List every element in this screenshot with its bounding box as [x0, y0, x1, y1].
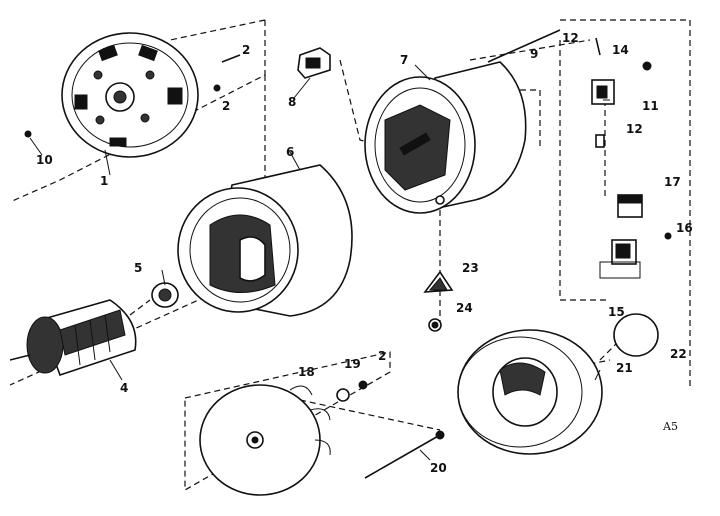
callout-17: 17	[664, 175, 681, 189]
callout-15: 15	[608, 305, 625, 319]
fan-plate-parts	[199, 380, 368, 496]
callout-4: 4	[120, 381, 128, 395]
end-bell-part	[61, 32, 199, 158]
screw-parts	[24, 54, 241, 138]
bracket-part	[297, 47, 331, 79]
callout-2a: 2	[242, 43, 250, 57]
callout-8: 8	[288, 95, 296, 109]
armature-part	[9, 299, 137, 377]
callout-7: 7	[400, 53, 408, 67]
callout-6: 6	[286, 145, 294, 159]
callout-10: 10	[36, 153, 53, 167]
field-housing-part	[177, 164, 353, 317]
callout-14: 14	[612, 43, 629, 57]
callout-21: 21	[616, 361, 633, 375]
callout-23: 23	[462, 261, 479, 275]
callout-1: 1	[100, 174, 108, 188]
callout-2c: 2	[378, 349, 386, 363]
callout-16: 16	[676, 221, 693, 235]
callout-22: 22	[670, 347, 687, 361]
callout-11: 11	[642, 99, 659, 113]
fan-nut-parts	[423, 270, 454, 332]
rod-part	[487, 29, 561, 63]
callout-leaders	[29, 64, 610, 461]
callout-9: 9	[530, 47, 538, 61]
bearing-part	[151, 282, 179, 308]
sheet-code: A5	[662, 420, 678, 433]
switch-parts	[591, 37, 652, 148]
callout-24: 24	[456, 301, 473, 315]
motor-housing-part	[364, 61, 527, 214]
terminal-block-parts	[599, 194, 672, 279]
callout-2b: 2	[222, 99, 230, 113]
callout-5: 5	[134, 261, 142, 275]
disc-part	[613, 313, 659, 357]
callout-20: 20	[430, 461, 447, 475]
assembly-guide-lines	[9, 19, 691, 492]
fan-housing-part	[457, 329, 603, 455]
callout-12b: 12	[626, 122, 643, 136]
callout-19: 19	[344, 357, 361, 371]
callout-labels: 1 2 2 10 8 7 9 12 14 11 12 6 17 16 5 23 …	[36, 31, 693, 475]
callout-12a: 12	[562, 31, 579, 45]
bolt-part	[364, 430, 445, 479]
callout-18: 18	[298, 365, 315, 379]
